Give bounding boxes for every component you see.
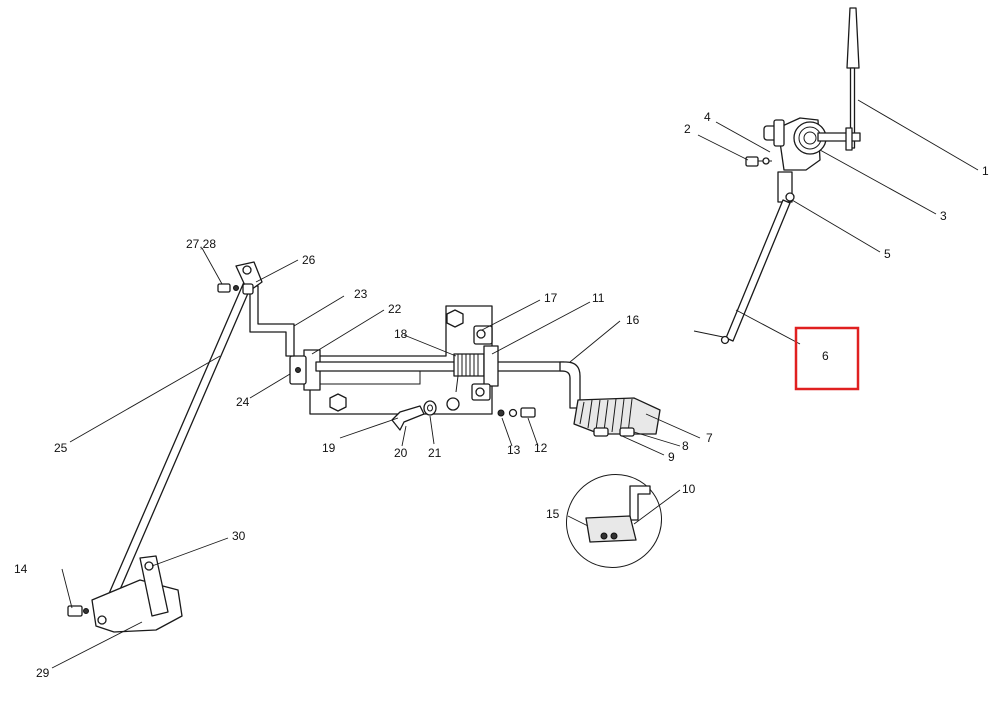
mounting-plate bbox=[309, 305, 493, 415]
callout-8[interactable]: 8 bbox=[682, 439, 689, 453]
link-rod-25 bbox=[97, 281, 253, 623]
rod-6 bbox=[725, 199, 791, 342]
callout-26[interactable]: 26 bbox=[302, 253, 316, 267]
callout-9[interactable]: 9 bbox=[668, 450, 675, 464]
leader-lines bbox=[51, 99, 979, 669]
callout-29[interactable]: 29 bbox=[36, 666, 50, 680]
callout-6[interactable]: 6 bbox=[822, 349, 829, 363]
callout-19[interactable]: 19 bbox=[322, 441, 336, 455]
collar bbox=[483, 345, 499, 387]
callout-1[interactable]: 1 bbox=[982, 164, 989, 178]
foot-pedal bbox=[573, 397, 661, 437]
callout-16[interactable]: 16 bbox=[626, 313, 640, 327]
lever-handle-grip bbox=[846, 7, 860, 69]
pedal-shaft-assembly bbox=[249, 285, 663, 569]
callout-14[interactable]: 14 bbox=[14, 562, 28, 576]
crank-arm bbox=[249, 285, 295, 357]
callout-12[interactable]: 12 bbox=[534, 441, 548, 455]
bolt-20 bbox=[391, 405, 425, 431]
callout-23[interactable]: 23 bbox=[354, 287, 368, 301]
screw-27-28 bbox=[217, 283, 231, 293]
fastener-14 bbox=[67, 605, 83, 617]
main-shaft bbox=[315, 361, 565, 372]
plate-30 bbox=[139, 555, 169, 617]
callout-21[interactable]: 21 bbox=[428, 446, 442, 460]
nut-13 bbox=[497, 409, 505, 417]
bolt-2 bbox=[745, 156, 759, 167]
callout-10[interactable]: 10 bbox=[682, 482, 696, 496]
callout-7[interactable]: 7 bbox=[706, 431, 713, 445]
callout-17[interactable]: 17 bbox=[544, 291, 558, 305]
callout-15[interactable]: 15 bbox=[546, 507, 560, 521]
screw-12 bbox=[520, 407, 536, 418]
callout-11[interactable]: 11 bbox=[592, 291, 605, 305]
callout-2[interactable]: 2 bbox=[684, 122, 691, 136]
linkage-assembly bbox=[67, 261, 263, 633]
callout-25[interactable]: 25 bbox=[54, 441, 68, 455]
callout-20[interactable]: 20 bbox=[394, 446, 408, 460]
callout-13[interactable]: 13 bbox=[507, 443, 521, 457]
hex-nut-upper bbox=[446, 309, 464, 328]
callout-labels: 1 2 3 4 5 6 7 8 9 10 11 12 13 14 15 16 1… bbox=[14, 110, 989, 680]
washer-21 bbox=[423, 400, 437, 416]
callout-27-28[interactable]: 27,28 bbox=[186, 237, 216, 251]
callout-22[interactable]: 22 bbox=[388, 302, 402, 316]
hand-lever-assembly bbox=[693, 7, 861, 345]
hex-nut-lower bbox=[329, 393, 347, 412]
highlight-box bbox=[794, 326, 860, 391]
callout-30[interactable]: 30 bbox=[232, 529, 246, 543]
callout-24[interactable]: 24 bbox=[236, 395, 250, 409]
detail-inset bbox=[565, 473, 663, 569]
pivot-shaft bbox=[817, 132, 861, 142]
callout-5[interactable]: 5 bbox=[884, 247, 891, 261]
callout-18[interactable]: 18 bbox=[394, 327, 408, 341]
torsion-spring bbox=[453, 353, 485, 393]
callout-4[interactable]: 4 bbox=[704, 110, 711, 124]
callout-3[interactable]: 3 bbox=[940, 209, 947, 223]
